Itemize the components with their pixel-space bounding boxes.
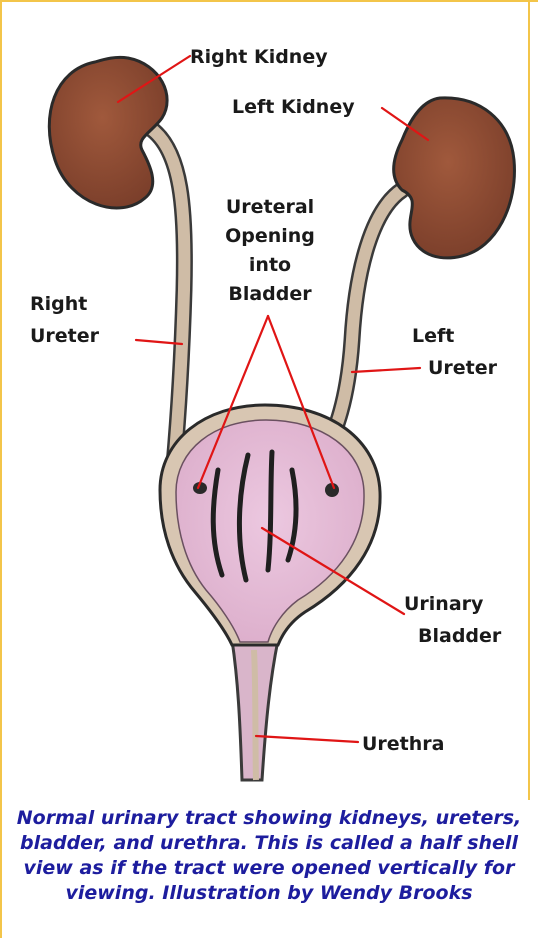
label-left-ureter-line-1: Left: [412, 325, 454, 347]
label-urethra: Urethra: [362, 733, 445, 755]
leader-urethra: [256, 736, 358, 742]
label-left-kidney: Left Kidney: [232, 96, 355, 118]
label-right-ureter-line-2: Ureter: [30, 325, 100, 347]
label-urinary-bladder-line-2: Bladder: [418, 625, 502, 647]
leader-left-ureter: [352, 368, 420, 372]
label-ureteral-opening-line-1: Ureteral: [226, 196, 314, 218]
left-kidney: [394, 98, 515, 258]
label-urinary-bladder-line-1: Urinary: [404, 593, 484, 615]
right-kidney: [49, 57, 167, 208]
label-ureteral-opening-line-3: into: [249, 254, 291, 276]
label-right-ureter-line-1: Right: [30, 293, 87, 315]
label-right-kidney: Right Kidney: [190, 46, 328, 68]
label-ureteral-opening-line-4: Bladder: [228, 283, 312, 305]
label-left-ureter-line-2: Ureter: [428, 357, 498, 379]
label-ureteral-opening-line-2: Opening: [225, 225, 315, 247]
figure-caption: Normal urinary tract showing kidneys, ur…: [10, 806, 528, 906]
